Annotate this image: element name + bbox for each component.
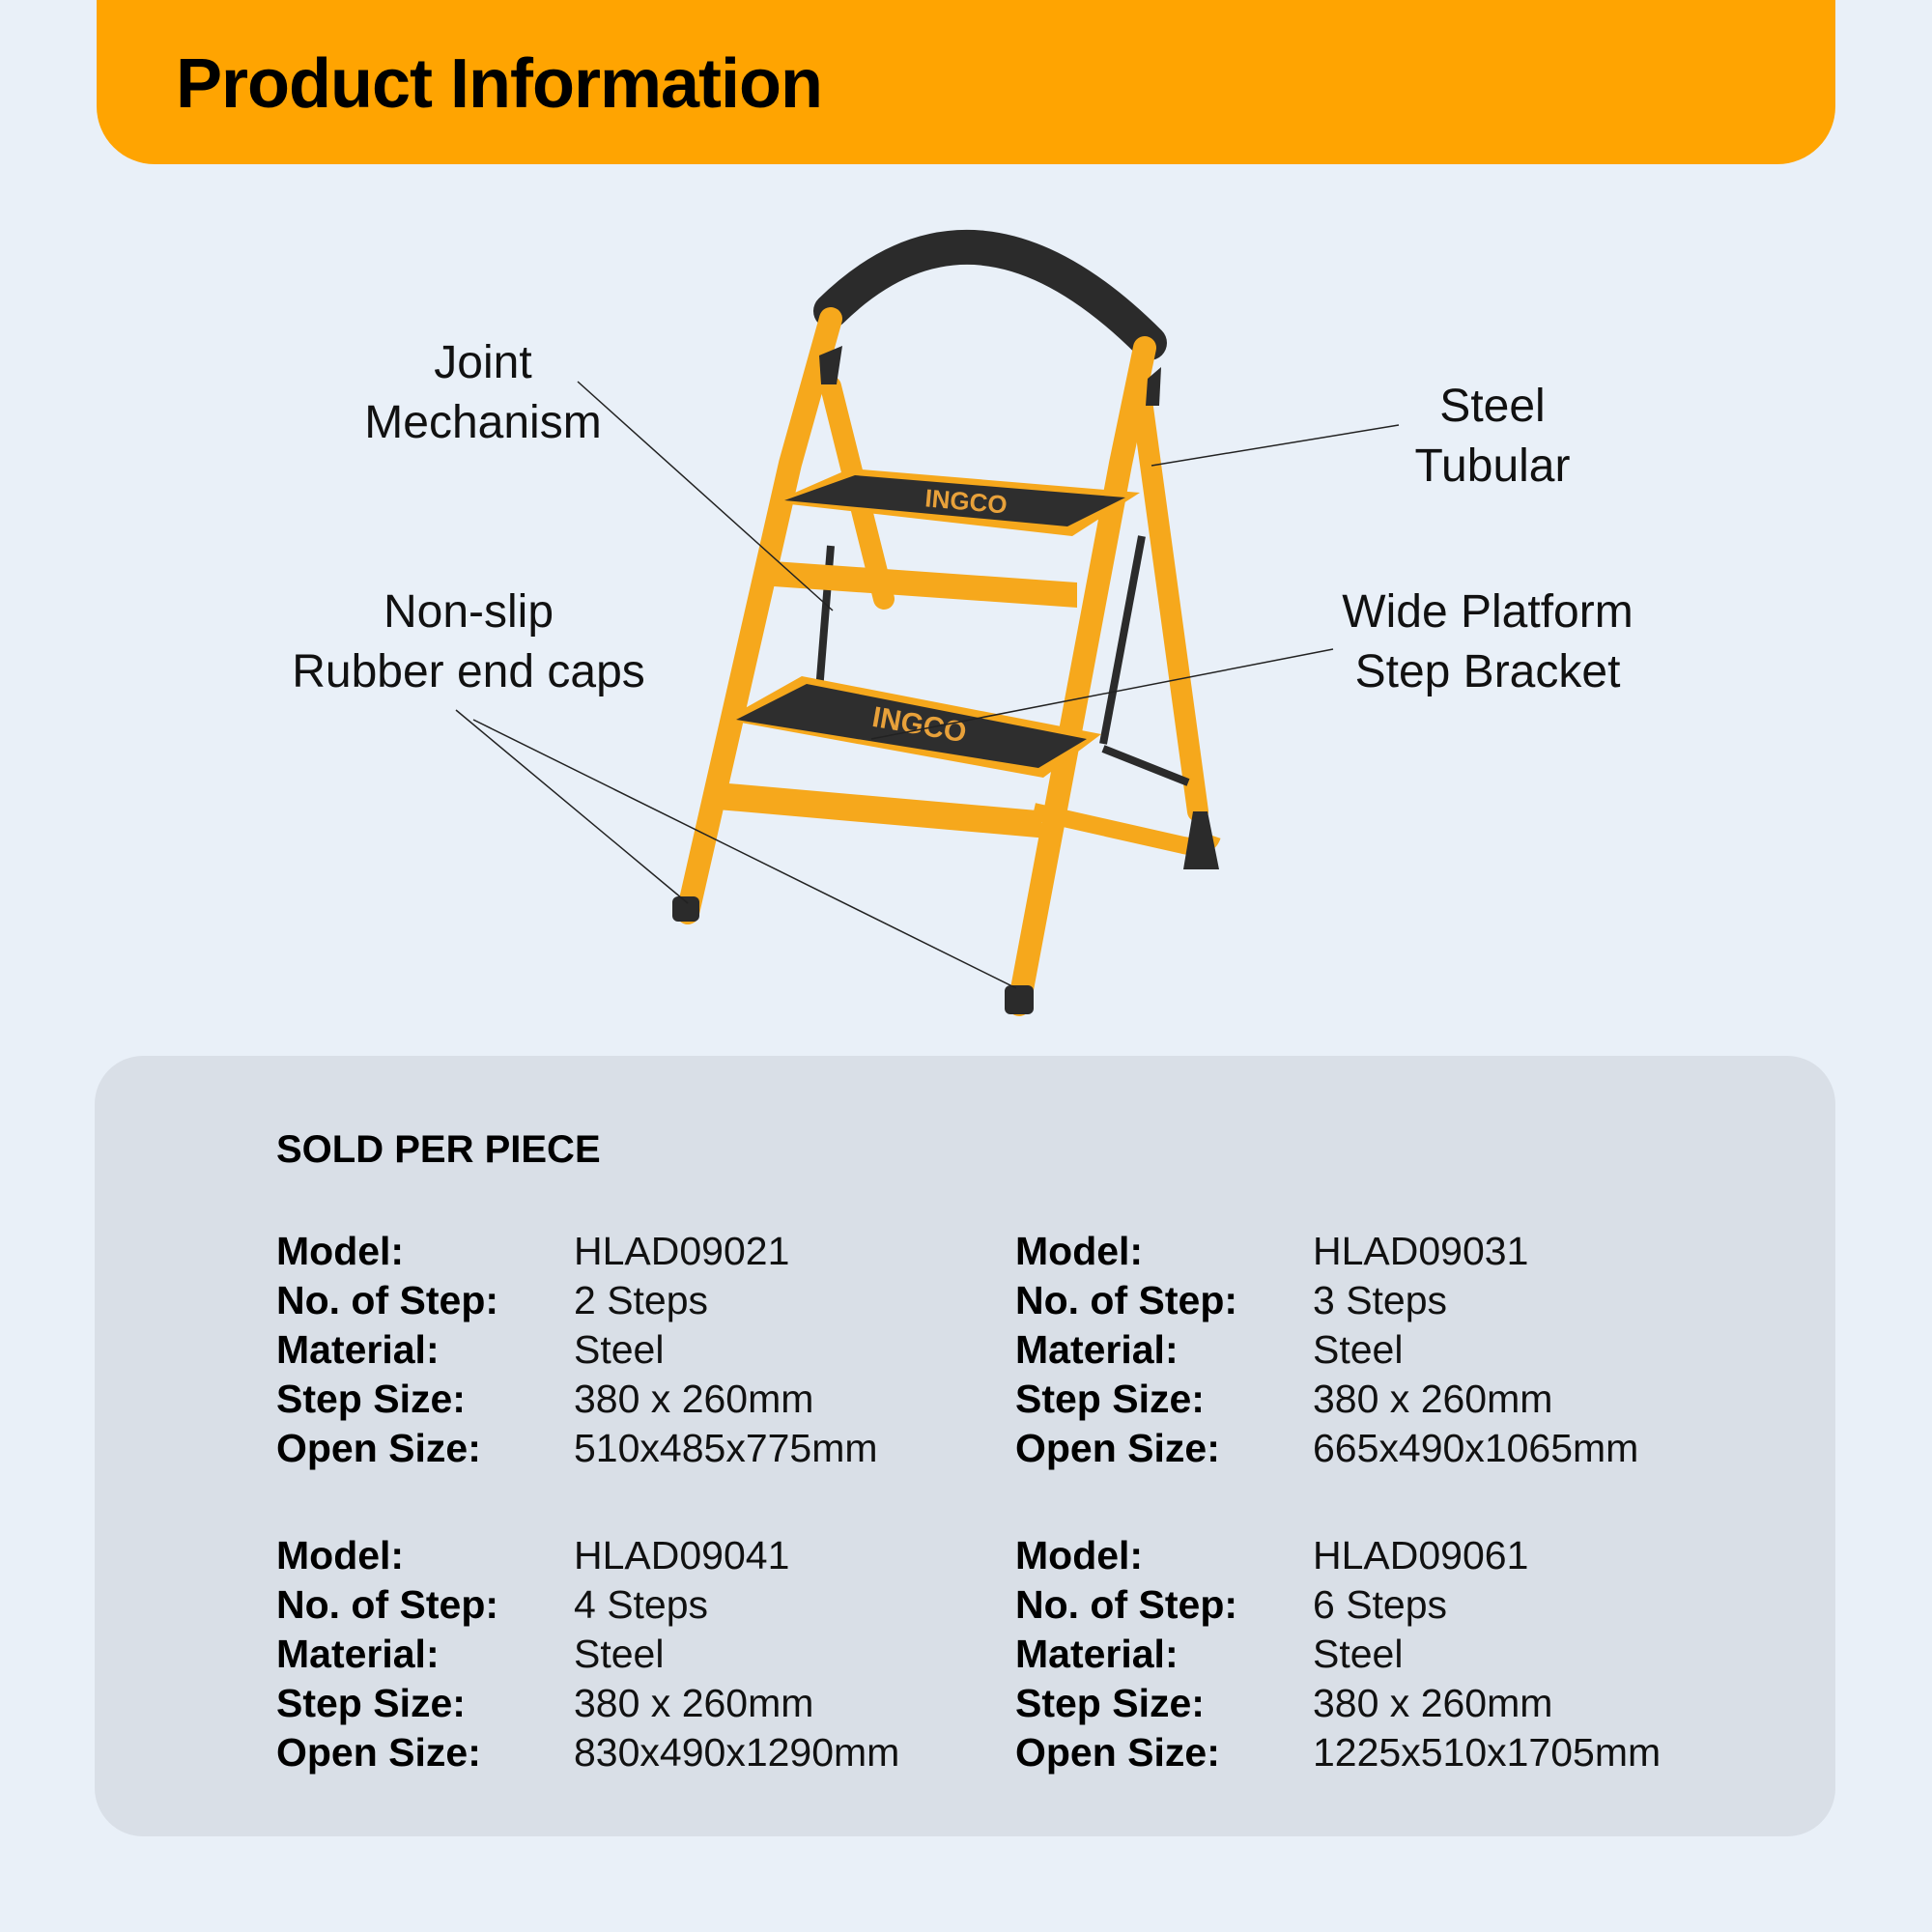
- callout-joint-mechanism: Joint Mechanism: [348, 333, 618, 453]
- callout-leader-lines: [455, 381, 1400, 989]
- specifications-panel: [95, 1056, 1835, 1836]
- model-value: HLAD09061: [1313, 1533, 1529, 1577]
- spec-row-step-size: Step Size:380 x 260mm: [1015, 1681, 1553, 1725]
- callout-steel-tubular: Steel Tubular: [1352, 377, 1633, 497]
- upper-step: INGCO: [768, 469, 1140, 608]
- ladder-front-frame: [676, 307, 1156, 1016]
- spec-row-step-size: Step Size:380 x 260mm: [1015, 1377, 1553, 1421]
- callout-line: Step Bracket: [1354, 646, 1621, 697]
- spec-row-open-size: Open Size:1225x510x1705mm: [1015, 1730, 1662, 1775]
- callout-line: Rubber end caps: [292, 646, 645, 697]
- sold-per-piece-heading: SOLD PER PIECE: [276, 1128, 601, 1171]
- joint-hinge-right: [1146, 367, 1161, 406]
- callout-line: Non-slip: [383, 586, 554, 638]
- product-spec-hlad09021: Model:HLAD09021 No. of Step:2 Steps Mate…: [276, 1227, 878, 1473]
- spec-row-model: Model:HLAD09041: [276, 1533, 790, 1577]
- spec-row-open-size: Open Size:665x490x1065mm: [1015, 1426, 1639, 1470]
- spec-row-material: Material:Steel: [276, 1327, 665, 1372]
- handrail-grip: [813, 230, 1167, 360]
- joint-hinge-left: [819, 346, 842, 384]
- model-value: HLAD09041: [574, 1533, 790, 1577]
- spec-row-steps: No. of Step:2 Steps: [276, 1278, 709, 1322]
- callout-non-slip-caps: Non-slip Rubber end caps: [270, 582, 667, 702]
- product-spec-hlad09041: Model:HLAD09041 No. of Step:4 Steps Mate…: [276, 1531, 899, 1777]
- model-value: HLAD09021: [574, 1229, 790, 1273]
- spec-row-model: Model:HLAD09021: [276, 1229, 790, 1273]
- spec-row-steps: No. of Step:3 Steps: [1015, 1278, 1448, 1322]
- callout-line: Joint: [434, 337, 532, 388]
- callout-line: Mechanism: [364, 397, 602, 448]
- lower-step: INGCO: [723, 676, 1101, 838]
- page-title: Product Information: [176, 45, 823, 123]
- spec-row-material: Material:Steel: [1015, 1327, 1404, 1372]
- rubber-end-caps: [672, 811, 1219, 1014]
- svg-text:INGCO: INGCO: [923, 483, 1009, 519]
- callout-line: Tubular: [1414, 440, 1571, 492]
- product-spec-hlad09031: Model:HLAD09031 No. of Step:3 Steps Mate…: [1015, 1227, 1638, 1473]
- model-value: HLAD09031: [1313, 1229, 1529, 1273]
- spec-row-steps: No. of Step:4 Steps: [276, 1582, 709, 1627]
- callout-line: Wide Platform: [1342, 586, 1634, 638]
- spec-row-step-size: Step Size:380 x 260mm: [276, 1681, 814, 1725]
- spec-row-model: Model:HLAD09031: [1015, 1229, 1529, 1273]
- header-banner: [97, 0, 1835, 164]
- callout-wide-platform: Wide Platform Step Bracket: [1319, 582, 1657, 702]
- spec-row-open-size: Open Size:830x490x1290mm: [276, 1730, 900, 1775]
- callout-line: Steel: [1439, 381, 1546, 432]
- spec-row-step-size: Step Size:380 x 260mm: [276, 1377, 814, 1421]
- step-ladder-illustration: INGCO INGCO: [455, 230, 1400, 1016]
- spec-row-material: Material:Steel: [276, 1632, 665, 1676]
- product-spec-hlad09061: Model:HLAD09061 No. of Step:6 Steps Mate…: [1015, 1531, 1661, 1777]
- spec-row-steps: No. of Step:6 Steps: [1015, 1582, 1448, 1627]
- spec-row-open-size: Open Size:510x485x775mm: [276, 1426, 878, 1470]
- spec-row-material: Material:Steel: [1015, 1632, 1404, 1676]
- spec-row-model: Model:HLAD09061: [1015, 1533, 1529, 1577]
